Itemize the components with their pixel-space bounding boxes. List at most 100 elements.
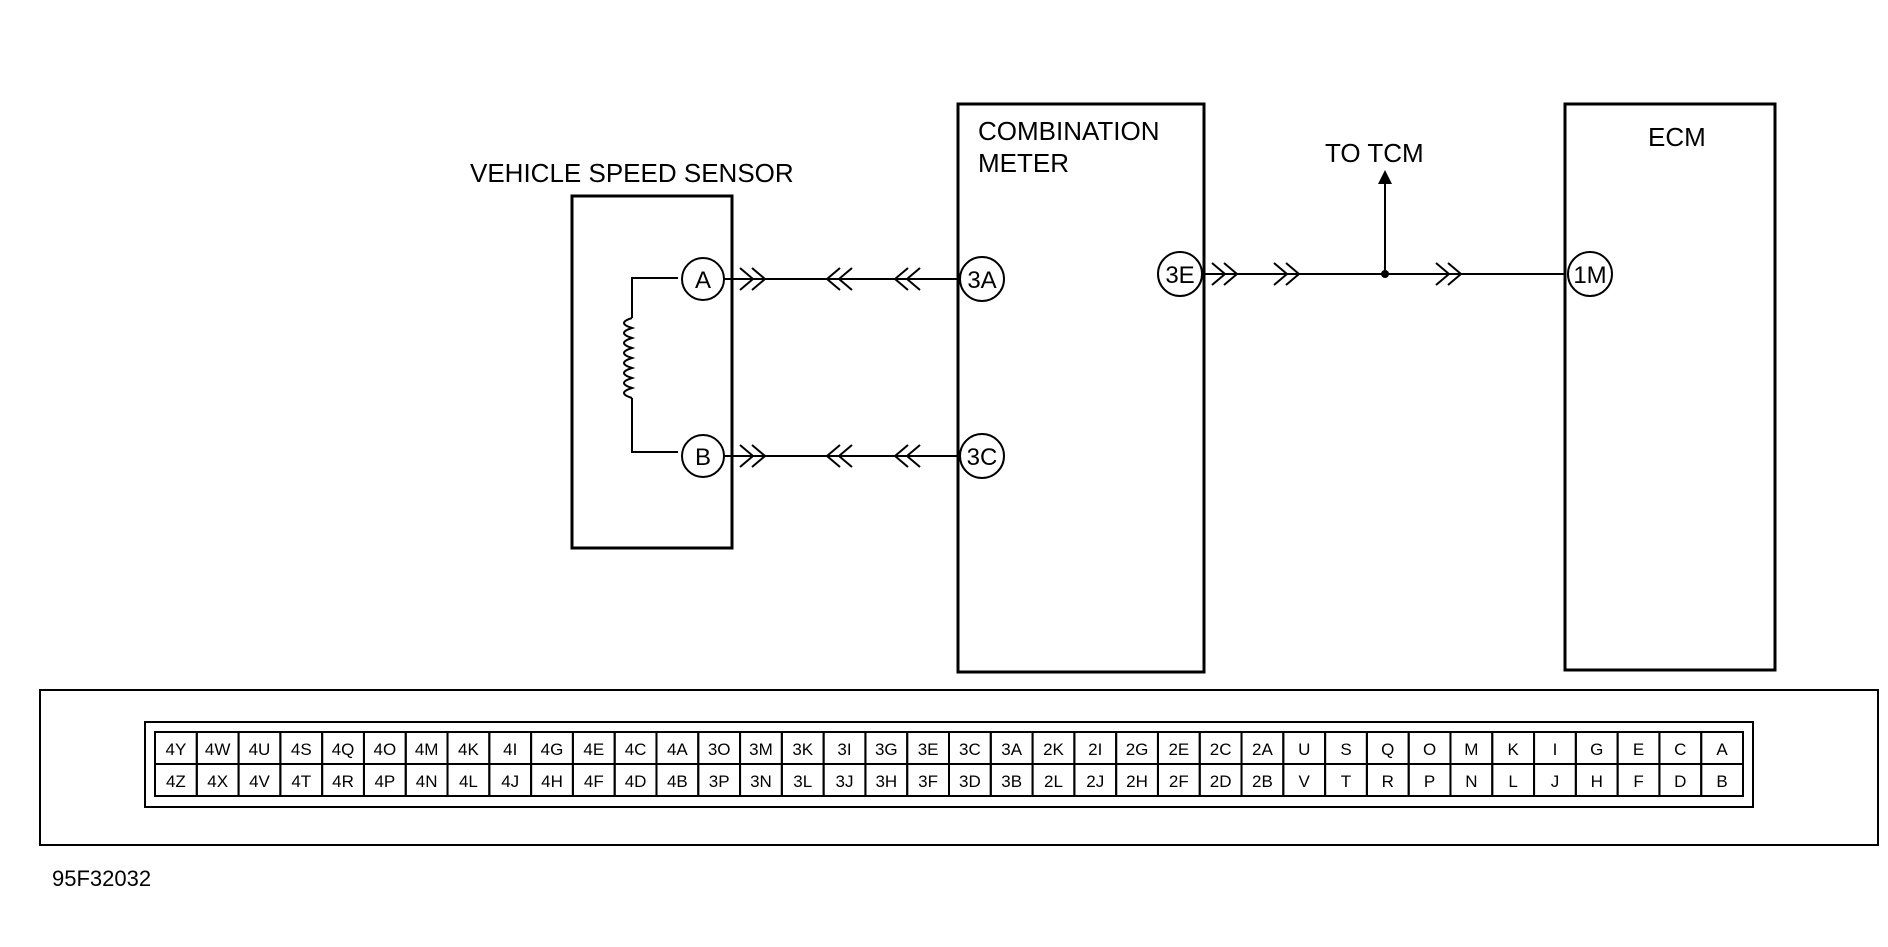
ecm-box <box>1563 102 1777 672</box>
connector-cell-label: 4T <box>291 772 311 791</box>
connector-cell-label: 4W <box>205 740 231 759</box>
pin-1m-circle <box>1567 251 1613 297</box>
connector-cell-label: V <box>1299 772 1311 791</box>
connector-cell-label: 2D <box>1210 772 1232 791</box>
connector-cell-label: 2C <box>1210 740 1232 759</box>
connector-cell-label: M <box>1464 740 1478 759</box>
combination-meter-box <box>956 102 1206 674</box>
connector-cell-label: 3E <box>918 740 939 759</box>
connector-cell-label: 4I <box>503 740 517 759</box>
connector-cell-label: 2K <box>1043 740 1064 759</box>
to-tcm-label: TO TCM <box>1325 138 1424 168</box>
connector-cell-label: E <box>1633 740 1644 759</box>
connector-cell-label: 2J <box>1086 772 1104 791</box>
connector-outer <box>144 721 1754 808</box>
connector-cell-label: 3A <box>1001 740 1022 759</box>
ecm-label: ECM <box>1648 122 1706 152</box>
connector-cell-label: S <box>1340 740 1351 759</box>
connector-cell-label: 3D <box>959 772 981 791</box>
connector-cell-label: L <box>1508 772 1517 791</box>
connector-cell-label: 3L <box>793 772 812 791</box>
connector-cell-label: 4Q <box>332 740 355 759</box>
connector-cell-label: 4M <box>415 740 439 759</box>
connector-cell-label: 3I <box>837 740 851 759</box>
connector-cell-label: 4V <box>249 772 270 791</box>
connector-cell-label: 3B <box>1001 772 1022 791</box>
connector-cell-label: T <box>1341 772 1351 791</box>
pin-b-label: B <box>695 444 711 471</box>
arrow-up-icon <box>1378 170 1392 184</box>
connector-cell-label: 4E <box>583 740 604 759</box>
connector-cell-label: 4Z <box>166 772 186 791</box>
combination-meter-label-2: METER <box>978 148 1069 178</box>
connector-chevron-icon <box>739 444 921 468</box>
connector-cell-label: F <box>1633 772 1643 791</box>
connector-cell-label: K <box>1507 740 1519 759</box>
connector-chevron-icon <box>1211 262 1463 286</box>
connector-cell-label: 2H <box>1126 772 1148 791</box>
connector-cell-label: B <box>1716 772 1727 791</box>
connector-cell-label: 3M <box>749 740 773 759</box>
connector-cell-label: 2G <box>1126 740 1149 759</box>
connector-cell-label: 4O <box>373 740 396 759</box>
connector-chevron-icon <box>739 267 921 291</box>
connector-cell-label: 4N <box>416 772 438 791</box>
connector-cell-label: 3J <box>836 772 854 791</box>
pin-3e-circle <box>1157 251 1203 297</box>
connector-cell-label: Q <box>1381 740 1394 759</box>
connector-cell-label: D <box>1674 772 1686 791</box>
pin-3c-label: 3C <box>967 444 998 471</box>
connector-cell-label: 4Y <box>165 740 186 759</box>
pin-1m-label: 1M <box>1573 262 1606 289</box>
pin-3c-circle <box>959 433 1005 479</box>
pin-3e-label: 3E <box>1165 262 1194 289</box>
connector-cell-label: 4U <box>249 740 271 759</box>
connector-cell-label: 2F <box>1169 772 1189 791</box>
connector-cell-label: 4J <box>501 772 519 791</box>
connector-cell-label: 2I <box>1088 740 1102 759</box>
connector-cell-label: 2L <box>1044 772 1063 791</box>
connector-cell-label: 4F <box>584 772 604 791</box>
connector-cell-label: 3F <box>918 772 938 791</box>
connector-cell-label: P <box>1424 772 1435 791</box>
connector-cell-label: 3P <box>709 772 730 791</box>
figure-code: 95F32032 <box>52 866 151 891</box>
connector-cell-label: 3H <box>875 772 897 791</box>
connector-cell-label: 4L <box>459 772 478 791</box>
connector-cell-label: 3K <box>792 740 813 759</box>
combination-meter-label-1: COMBINATION <box>978 116 1160 146</box>
connector-cell-label: 4G <box>541 740 564 759</box>
connector-cell-label: 2B <box>1252 772 1273 791</box>
connector-cell-label: 4R <box>332 772 354 791</box>
pin-3a-circle <box>959 256 1005 302</box>
connector-cell-label: N <box>1465 772 1477 791</box>
connector-cell-label: 4D <box>625 772 647 791</box>
connector-cell-label: O <box>1423 740 1436 759</box>
connector-cell-label: R <box>1382 772 1394 791</box>
connector-cell-label: 4X <box>207 772 228 791</box>
connector-cell-label: 4S <box>291 740 312 759</box>
connector-frame <box>39 689 1879 846</box>
connector-cell-label: 4P <box>374 772 395 791</box>
sensor-coil-icon <box>623 277 678 453</box>
connector-cell-label: G <box>1590 740 1603 759</box>
vehicle-speed-sensor-box <box>570 194 734 550</box>
connector-cell-label: 4C <box>625 740 647 759</box>
connector-cell-label: 4B <box>667 772 688 791</box>
connector-cell <box>1700 763 1745 797</box>
pin-a-label: A <box>695 267 711 294</box>
connector-cell-label: 3N <box>750 772 772 791</box>
pin-3a-label: 3A <box>967 267 996 294</box>
vehicle-speed-sensor-label: VEHICLE SPEED SENSOR <box>470 158 794 188</box>
connector-cell-label: H <box>1591 772 1603 791</box>
connector-cell-label: 3G <box>875 740 898 759</box>
connector-cell-label: 2E <box>1168 740 1189 759</box>
connector-cell-label: A <box>1716 740 1728 759</box>
connector-cell-label: U <box>1298 740 1310 759</box>
connector-cell-label: 4K <box>458 740 479 759</box>
connector-cell-label: 4A <box>667 740 688 759</box>
connector-cell-label: 3C <box>959 740 981 759</box>
connector-cell-label: 4H <box>541 772 563 791</box>
